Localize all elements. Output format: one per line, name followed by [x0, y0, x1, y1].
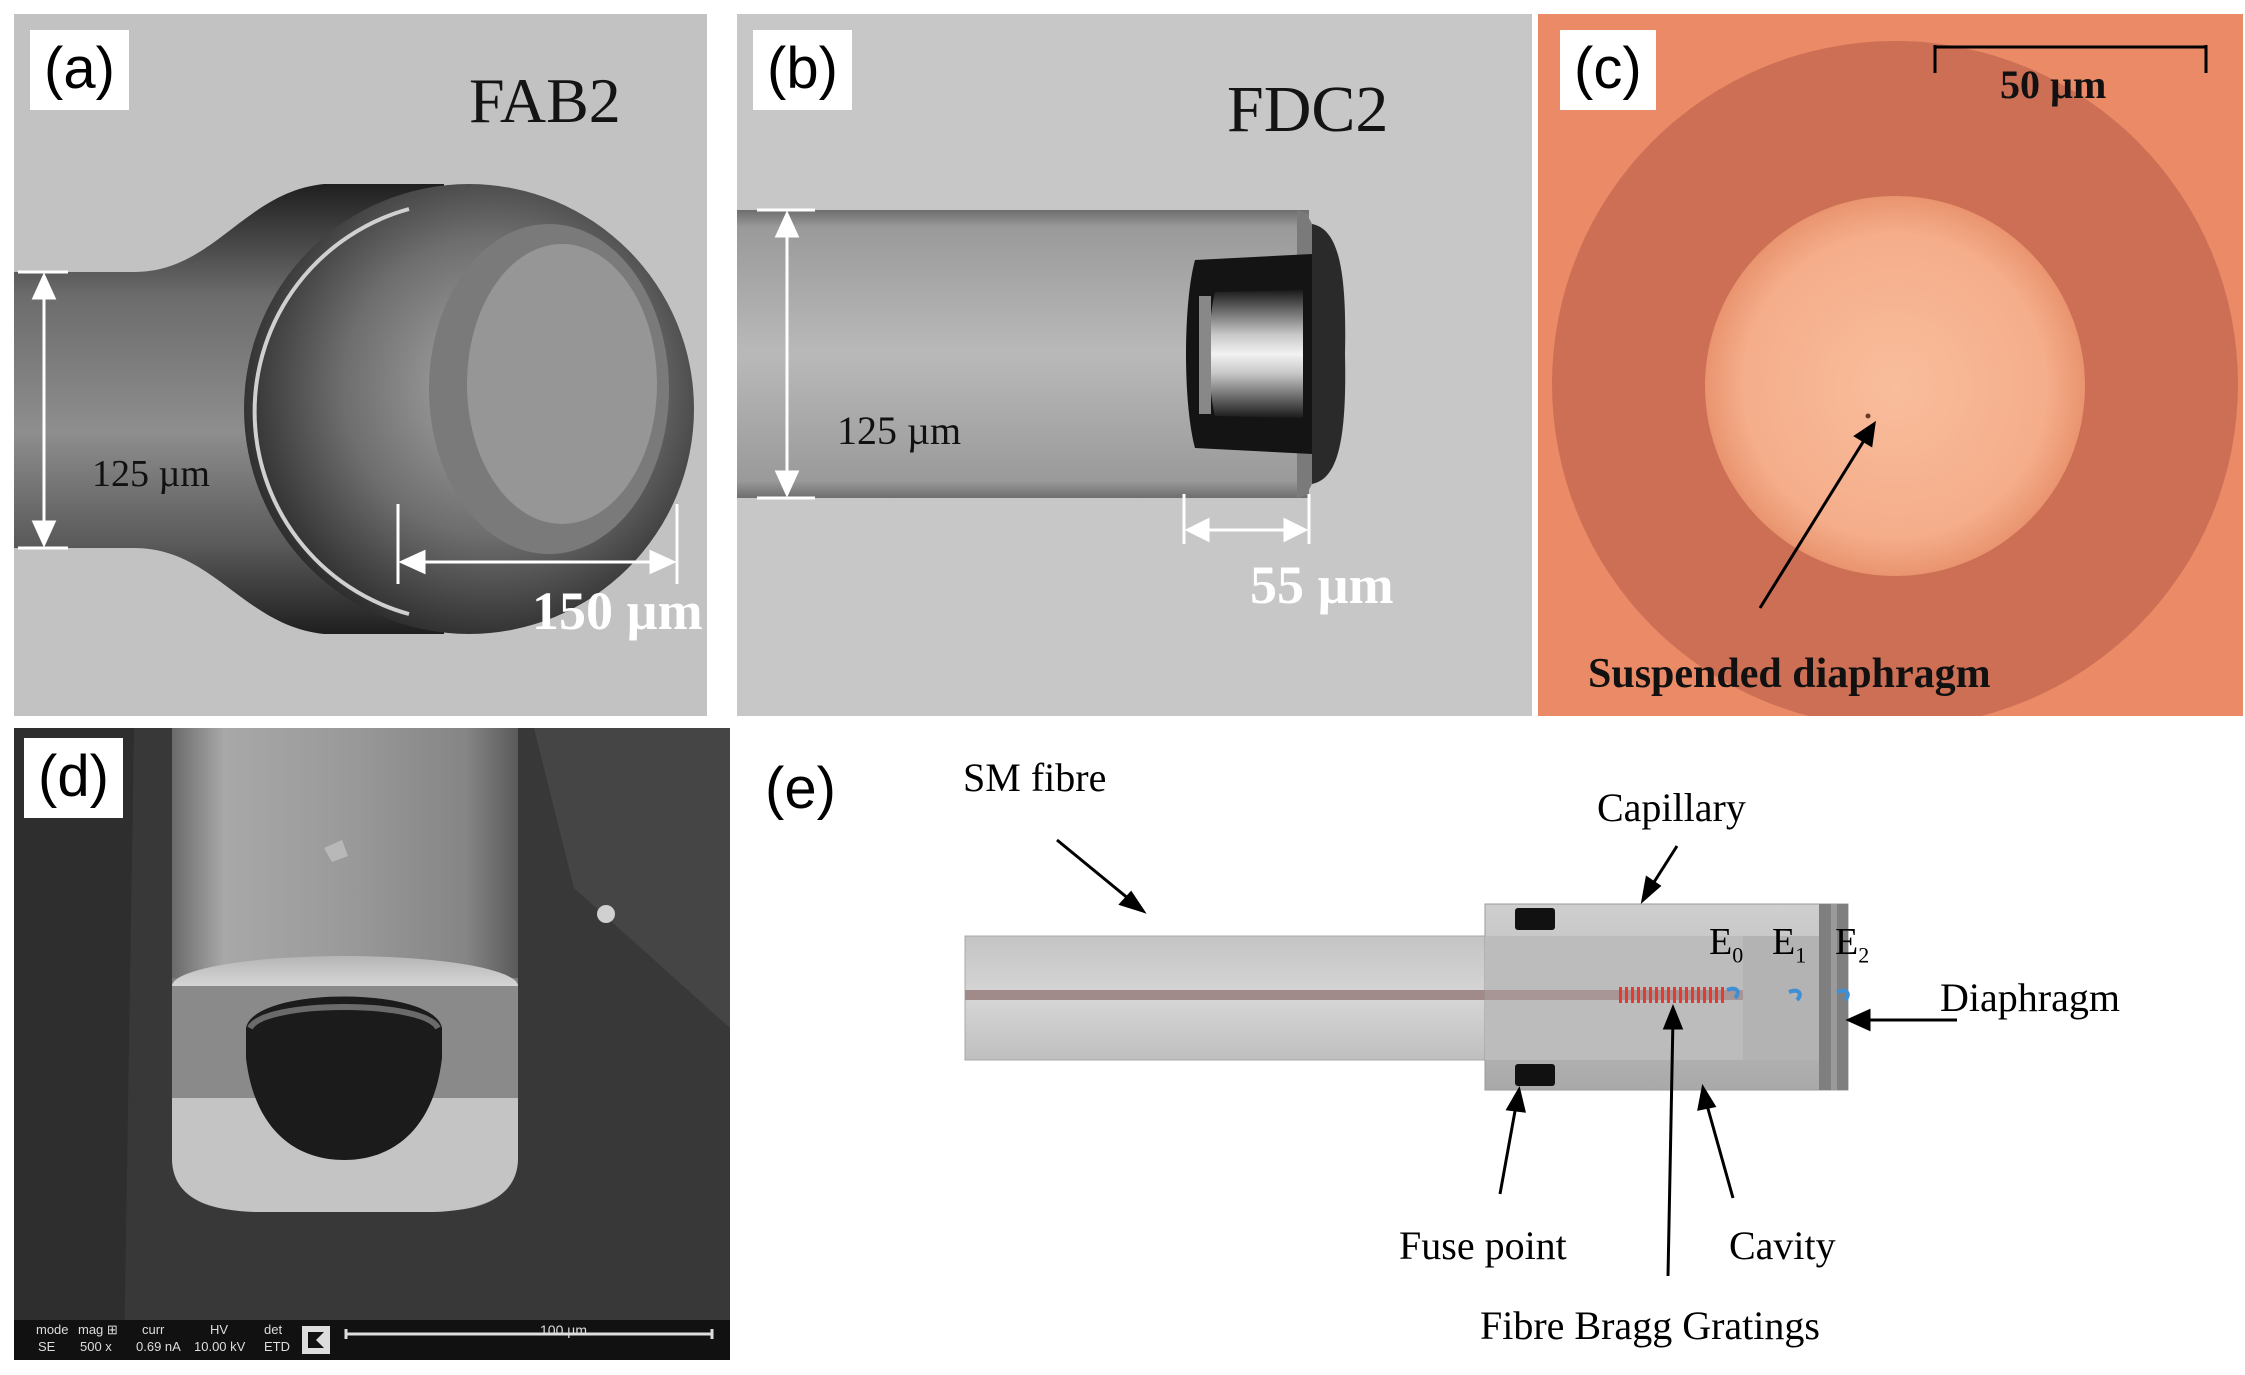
fuse-point-top: [1515, 908, 1555, 930]
panel-c-annotation: Suspended diaphragm: [1588, 651, 1991, 697]
panel-a-dim-horizontal: 150 µm: [532, 581, 703, 641]
diaphragm-micrograph: [1538, 14, 2243, 716]
panel-b-title: FDC2: [1227, 73, 1389, 146]
grating-stripe: [1679, 987, 1682, 1003]
sem-scale-label: 100 µm: [540, 1322, 587, 1338]
grating-stripe: [1631, 987, 1634, 1003]
grating-stripe: [1661, 987, 1664, 1003]
panel-a-dim-vertical: 125 µm: [92, 453, 210, 495]
sem-mag-value: 500 x: [80, 1339, 112, 1354]
sem-hv-value: 10.00 kV: [194, 1339, 246, 1354]
dim-arrows-b: [757, 208, 1311, 544]
grating-stripe: [1643, 987, 1646, 1003]
annotation-arrows: [1056, 838, 1957, 1277]
label-cavity: Cavity: [1729, 1223, 1836, 1268]
grating-stripe: [1649, 987, 1652, 1003]
label-fibre-bragg-gratings: Fibre Bragg Gratings: [1480, 1303, 1820, 1348]
panel-b-tag: (b): [753, 30, 852, 110]
grating-stripe: [1709, 987, 1712, 1003]
field-label-e0: E0: [1709, 921, 1744, 968]
sem-mode-label: mode: [36, 1322, 69, 1337]
field-label-e2: E2: [1835, 921, 1870, 968]
grating-stripe: [1667, 987, 1670, 1003]
grating-stripe: [1637, 987, 1640, 1003]
grating-stripe: [1619, 987, 1622, 1003]
sem-micrograph: [14, 728, 730, 1360]
sem-mag-label: mag ⊞: [78, 1322, 118, 1337]
grating-stripe: [1655, 987, 1658, 1003]
grating-stripe: [1625, 987, 1628, 1003]
sem-curr-label: curr: [142, 1322, 165, 1337]
sem-mode-value: SE: [38, 1339, 56, 1354]
sem-hv-label: HV: [210, 1322, 229, 1337]
grating-stripe: [1691, 987, 1694, 1003]
field-arrows: [1726, 986, 1850, 1002]
panel-a-title: FAB2: [469, 65, 621, 136]
label-fuse-point: Fuse point: [1399, 1223, 1567, 1268]
grating-stripe: [1703, 987, 1706, 1003]
grating-stripe: [1685, 987, 1688, 1003]
panel-a-fab2: (a) FAB2 125 µm 150 µm: [14, 14, 707, 716]
field-label-e1: E1: [1772, 921, 1807, 968]
grating-stripe: [1697, 987, 1700, 1003]
panel-c-diaphragm: (c) 50 µm Suspended diaphragm: [1538, 14, 2243, 716]
panel-d-sem: (d) mode SE mag ⊞ 500 x curr 0.69 nA HV …: [14, 728, 730, 1360]
sem-scale-bar: [344, 1329, 714, 1339]
label-diaphragm: Diaphragm: [1940, 975, 2120, 1020]
panel-b-fdc2: (b) FDC2 125 µm 55 µm: [737, 14, 1532, 716]
scale-bar-c: [1933, 45, 2208, 73]
label-sm-fibre: SM fibre: [963, 755, 1107, 800]
panel-b-dim-vertical: 125 µm: [837, 408, 962, 453]
panel-e-schematic: (e) SM fibre Capillary Diaphragm Fuse po…: [737, 728, 2243, 1368]
fiber-bragg-grating: [1619, 987, 1724, 1003]
fuse-point-bottom: [1515, 1064, 1555, 1086]
sensor-schematic: [964, 838, 1957, 1277]
panel-d-tag: (d): [24, 738, 123, 818]
grating-stripe: [1673, 987, 1676, 1003]
fab2-micrograph: [14, 14, 707, 716]
sem-logo-icon: [302, 1326, 330, 1354]
sem-curr-value: 0.69 nA: [136, 1339, 181, 1354]
sem-det-value: ETD: [264, 1339, 290, 1354]
panel-e-tag: (e): [765, 756, 836, 821]
grating-stripe: [1721, 987, 1724, 1003]
sem-info-bar: mode SE mag ⊞ 500 x curr 0.69 nA HV 10.0…: [14, 1320, 730, 1360]
label-capillary: Capillary: [1597, 785, 1746, 830]
panel-a-tag: (a): [30, 30, 129, 110]
sem-det-label: det: [264, 1322, 283, 1337]
panel-b-dim-horizontal: 55 µm: [1250, 555, 1394, 615]
grating-stripe: [1715, 987, 1718, 1003]
fdc2-micrograph: [737, 14, 1532, 716]
diaphragm-arrow: [1758, 420, 1876, 609]
dim-arrows-a: [18, 270, 679, 584]
panel-c-scale-label: 50 µm: [2000, 62, 2107, 107]
panel-c-tag: (c): [1560, 30, 1656, 110]
